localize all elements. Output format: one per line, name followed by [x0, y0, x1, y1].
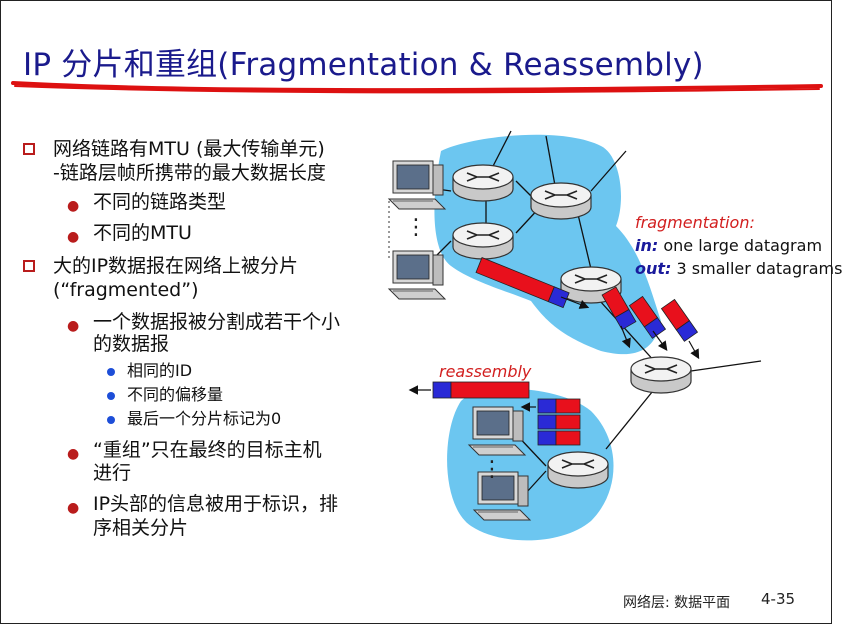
circle-bullet-icon: ●: [67, 229, 80, 245]
large-datagram: [475, 257, 570, 309]
router-icon: [530, 182, 592, 220]
slide-title: IP 分片和重组(Fragmentation & Reassembly): [23, 47, 704, 83]
fragmentation-label: fragmentation:: [635, 213, 755, 232]
out-text: 3 smaller datagrams: [671, 259, 842, 278]
title-underline: [11, 81, 823, 94]
circle-bullet-icon: ●: [67, 318, 80, 334]
host-ellipsis: ⋮: [481, 457, 503, 482]
host-ellipsis: ⋮: [405, 215, 427, 240]
host-computer-icon: [388, 250, 446, 300]
reassembly-label: reassembly: [439, 362, 532, 381]
square-bullet-icon: [23, 143, 35, 155]
out-label-row: out: 3 smaller datagrams: [635, 259, 842, 278]
fragment-stack: [537, 398, 581, 446]
square-bullet-icon: [23, 260, 35, 272]
out-label: out:: [635, 259, 672, 278]
host-computer-icon: [388, 160, 446, 210]
router-icon: [547, 451, 609, 489]
fragment-datagram: [660, 298, 699, 342]
in-text: one large datagram: [658, 236, 823, 255]
footer-section: 网络层: 数据平面: [623, 595, 731, 611]
dot-bullet-icon: [107, 368, 115, 376]
router-icon: [452, 164, 514, 202]
circle-bullet-icon: ●: [67, 500, 80, 516]
fragment-datagram: [601, 286, 637, 331]
page-number: 4-35: [761, 590, 796, 608]
in-label-row: in: one large datagram: [635, 236, 822, 255]
host-computer-icon: [468, 406, 526, 456]
router-icon: [630, 356, 692, 394]
router-icon: [452, 222, 514, 260]
fragment-datagram: [628, 295, 667, 339]
reassembled-datagram: [432, 381, 530, 399]
circle-bullet-icon: ●: [67, 198, 80, 214]
dot-bullet-icon: [107, 416, 115, 424]
circle-bullet-icon: ●: [67, 446, 80, 462]
in-label: in:: [635, 236, 659, 255]
dot-bullet-icon: [107, 392, 115, 400]
